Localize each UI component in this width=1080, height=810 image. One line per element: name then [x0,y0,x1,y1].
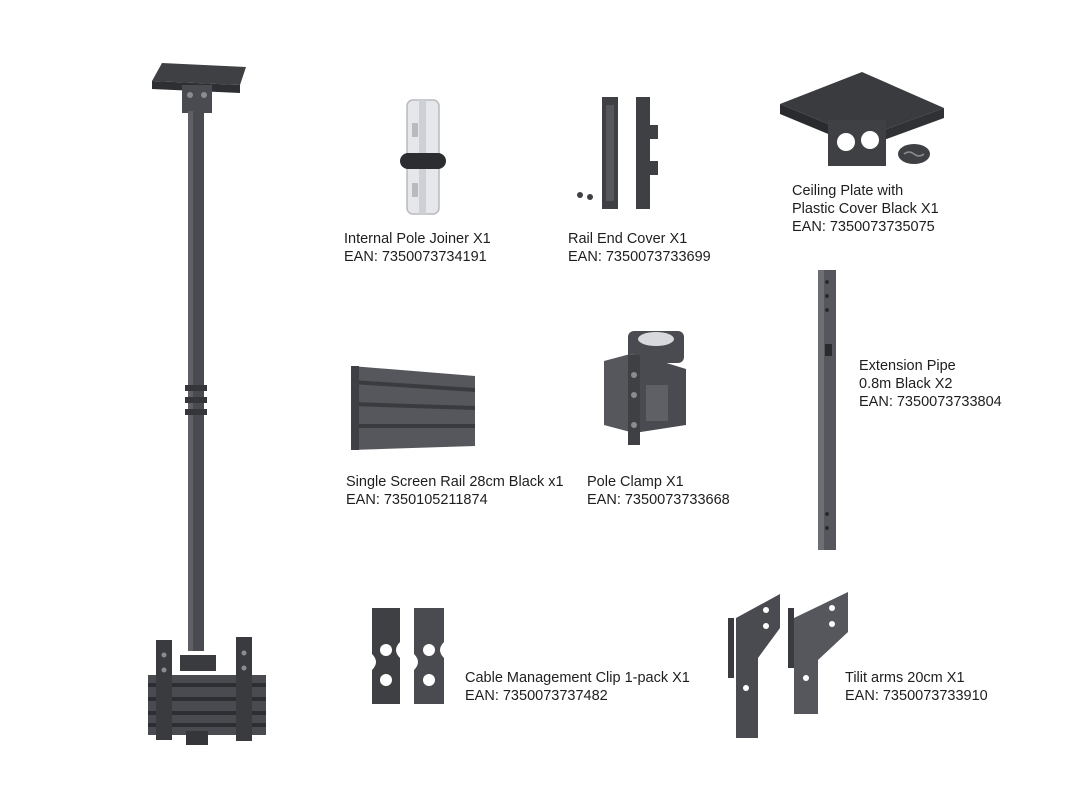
ceiling-plate-label: Ceiling Plate with Plastic Cover Black X… [792,182,939,236]
cable-clip-name: Cable Management Clip 1-pack X1 [465,670,690,686]
tilt-arms-ean: EAN: 7350073733910 [845,688,988,704]
screen-rail-ean: EAN: 7350105211874 [346,492,488,508]
tilt-arms-label: Tilit arms 20cm X1 EAN: 7350073733910 [845,669,988,705]
screen-rail-image [345,362,480,454]
tilt-arms-name: Tilit arms 20cm X1 [845,670,965,686]
screen-rail-name: Single Screen Rail 28cm Black x1 [346,474,564,490]
extension-pipe-label: Extension Pipe 0.8m Black X2 EAN: 735007… [859,357,1002,411]
rail-end-cover-ean: EAN: 7350073733699 [568,249,711,265]
ceiling-plate-name-line2: Plastic Cover Black X1 [792,201,939,217]
pole-joiner-name: Internal Pole Joiner X1 [344,231,491,247]
extension-pipe-name-line2: 0.8m Black X2 [859,376,953,392]
pole-joiner-ean: EAN: 7350073734191 [344,249,487,265]
tilt-arms-image [722,588,854,743]
cable-clip-ean: EAN: 7350073737482 [465,688,608,704]
extension-pipe-name-line1: Extension Pipe [859,358,956,374]
cable-clip-label: Cable Management Clip 1-pack X1 EAN: 735… [465,669,690,705]
internal-pole-joiner-image [395,95,455,220]
pole-clamp-image [598,325,693,450]
assembled-ceiling-mount-image [140,55,280,755]
pole-clamp-label: Pole Clamp X1 EAN: 7350073733668 [587,473,730,509]
rail-end-cover-image [570,95,665,215]
pole-joiner-label: Internal Pole Joiner X1 EAN: 73500737341… [344,230,491,266]
cable-clip-image [362,600,457,715]
rail-end-cover-name: Rail End Cover X1 [568,231,688,247]
ceiling-plate-image [772,68,952,178]
pole-clamp-name: Pole Clamp X1 [587,474,684,490]
ceiling-plate-ean: EAN: 7350073735075 [792,219,935,235]
ceiling-plate-name-line1: Ceiling Plate with [792,183,904,199]
pole-clamp-ean: EAN: 7350073733668 [587,492,730,508]
extension-pipe-ean: EAN: 7350073733804 [859,394,1002,410]
rail-end-cover-label: Rail End Cover X1 EAN: 7350073733699 [568,230,711,266]
extension-pipe-image [812,268,842,553]
screen-rail-label: Single Screen Rail 28cm Black x1 EAN: 73… [346,473,564,509]
